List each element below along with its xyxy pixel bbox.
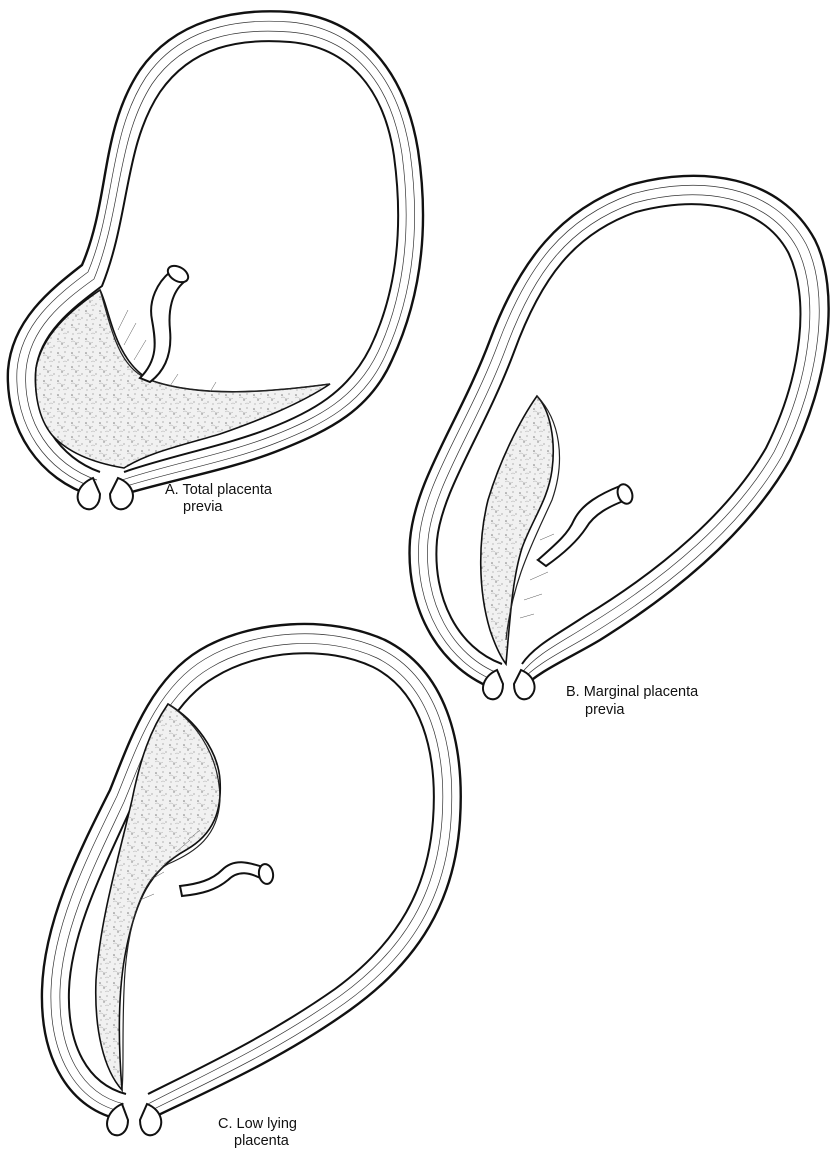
umbilical-cord <box>538 486 626 566</box>
umbilical-cord <box>180 862 266 896</box>
panel-a-total-placenta-previa <box>8 11 423 509</box>
panel-a-label-line1: A. Total placenta <box>165 482 273 498</box>
panel-b-label-line1: B. Marginal placenta <box>566 684 699 700</box>
cord-cut-end <box>257 863 274 885</box>
placenta <box>481 396 553 664</box>
panel-a-label-line2: previa <box>183 499 223 515</box>
panel-b-marginal-placenta-previa <box>410 176 829 699</box>
panel-c-label-line1: C. Low lying <box>218 1116 297 1132</box>
panel-b-label-line2: previa <box>585 702 625 718</box>
panel-c-label-line2: placenta <box>234 1133 290 1149</box>
cervix <box>78 478 133 509</box>
cervix <box>483 670 535 699</box>
umbilical-cord <box>140 272 184 382</box>
placenta <box>96 704 221 1090</box>
uterine-wall <box>410 176 829 690</box>
placenta <box>36 290 330 468</box>
cervix <box>107 1104 161 1135</box>
panel-c-low-lying-placenta <box>42 624 461 1135</box>
